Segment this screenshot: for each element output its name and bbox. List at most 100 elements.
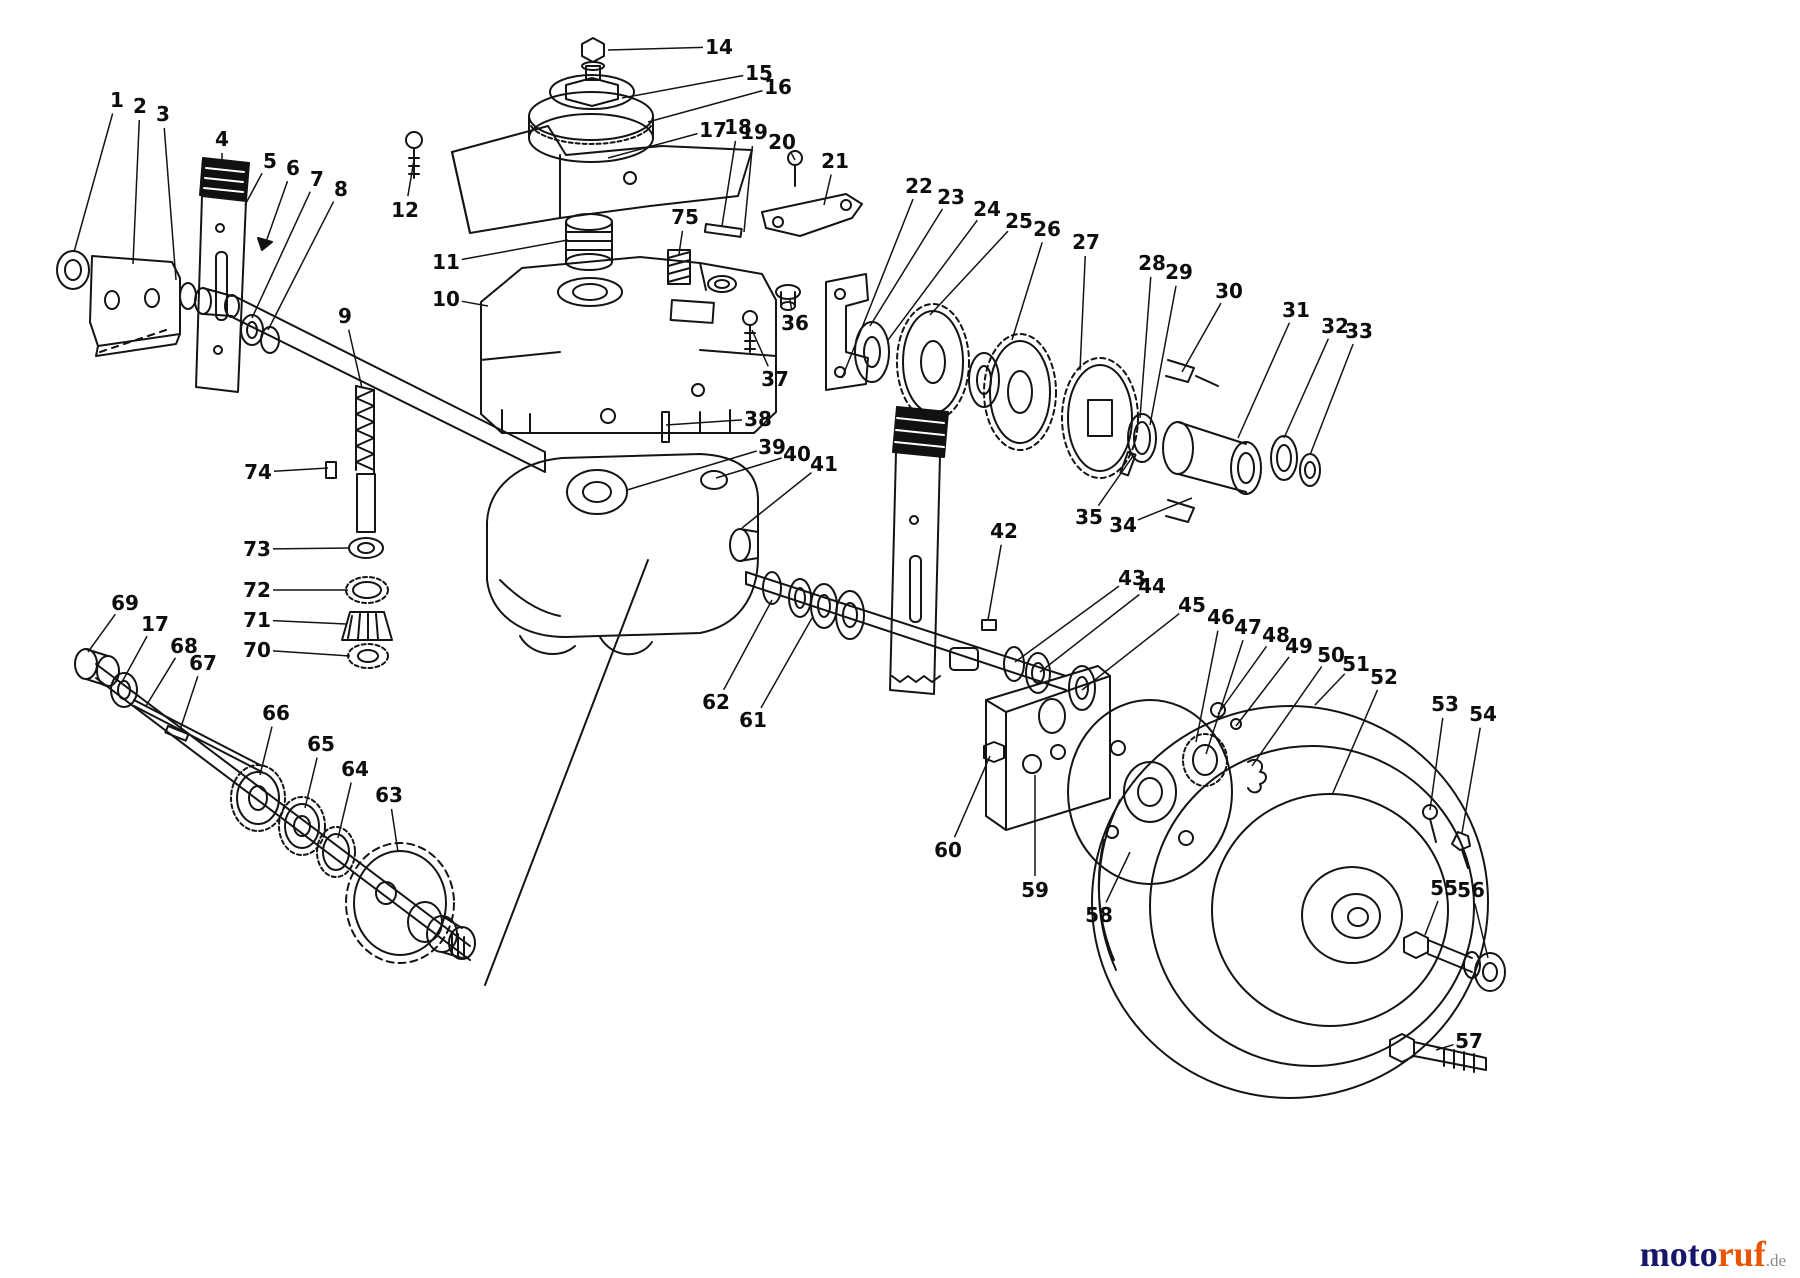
leader-line	[1079, 255, 1087, 371]
part-number-label: 22	[905, 174, 933, 198]
part-number-label: 49	[1285, 634, 1313, 658]
wheel	[1091, 705, 1489, 1099]
leader-line	[1314, 673, 1346, 706]
part-number-label: 17	[141, 612, 169, 636]
part-number-label: 62	[702, 690, 730, 714]
part-number-label: 4	[215, 127, 229, 151]
callout-56: 56	[1457, 878, 1489, 959]
part-number-label: 41	[810, 452, 838, 476]
mount-bracket	[405, 125, 753, 234]
callout-1: 1	[73, 88, 124, 253]
leader-line	[179, 676, 199, 731]
callout-8: 8	[267, 177, 348, 331]
leader-line	[267, 201, 335, 331]
leader-line	[259, 726, 273, 776]
callout-32: 32	[1283, 314, 1349, 439]
watermark-logo: motoruf.de	[1640, 1236, 1786, 1272]
part-number-label: 64	[341, 757, 369, 781]
part-number-label: 43	[1118, 566, 1146, 590]
callout-25: 25	[929, 209, 1033, 316]
part-number-label: 14	[705, 35, 733, 59]
leader-line	[1474, 903, 1489, 959]
part-number-label: 48	[1262, 623, 1290, 647]
part-number-label: 72	[243, 578, 271, 602]
leader-line	[1205, 640, 1244, 755]
callout-17: 17	[121, 612, 169, 683]
leader-line	[145, 657, 177, 707]
part-number-label: 3	[156, 102, 170, 126]
callout-15: 15	[621, 61, 773, 99]
part-number-label: 6	[286, 156, 300, 180]
callout-75: 75	[671, 205, 699, 255]
leader-line	[121, 635, 148, 683]
leader-line	[244, 172, 263, 206]
leader-line	[1429, 717, 1444, 811]
callout-18: 18	[721, 115, 752, 227]
leader-line	[337, 782, 352, 839]
callout-7: 7	[251, 167, 324, 319]
callout-53: 53	[1429, 692, 1459, 811]
part-number-label: 23	[937, 185, 965, 209]
callout-44: 44	[1039, 574, 1166, 673]
leader-line	[607, 46, 704, 51]
leader-line	[823, 174, 832, 206]
part-number-label: 15	[745, 61, 773, 85]
roll-pin	[1119, 451, 1137, 477]
exploded-view-drawing	[56, 37, 1506, 1099]
part-number-label: 73	[243, 537, 271, 561]
part-number-label: 59	[1021, 878, 1049, 902]
part-number-label: 60	[934, 838, 962, 862]
leader-line	[1139, 276, 1152, 419]
leader-line	[869, 208, 944, 327]
callout-28: 28	[1138, 251, 1166, 419]
callout-45: 45	[1081, 593, 1206, 691]
leader-line	[1309, 343, 1354, 456]
square-key	[981, 619, 997, 631]
leader-line	[1039, 593, 1140, 673]
part-number-label: 27	[1072, 230, 1100, 254]
part-number-label: 37	[761, 367, 789, 391]
part-number-label: 56	[1457, 878, 1485, 902]
leader-line	[1461, 727, 1481, 834]
part-number-label: 19	[740, 120, 768, 144]
leader-line	[1097, 455, 1134, 507]
callout-43: 43	[1014, 566, 1146, 663]
part-number-label: 7	[310, 167, 324, 191]
leader-line	[1149, 285, 1177, 426]
leader-line	[789, 299, 793, 310]
callout-29: 29	[1149, 260, 1193, 426]
callout-30: 30	[1181, 279, 1243, 373]
gear-case-cover	[484, 453, 759, 986]
leader-line	[678, 230, 684, 255]
part-number-label: 28	[1138, 251, 1166, 275]
part-number-label: 58	[1085, 903, 1113, 927]
callout-37: 37	[751, 329, 789, 391]
part-number-label: 34	[1109, 513, 1137, 537]
countershaft-assembly	[74, 648, 476, 964]
part-number-label: 44	[1138, 574, 1166, 598]
callout-5: 5	[244, 149, 277, 206]
callout-31: 31	[1237, 298, 1310, 439]
part-number-label: 31	[1282, 298, 1310, 322]
retainer-clip	[1165, 499, 1195, 523]
callout-26: 26	[1011, 217, 1061, 341]
callout-73: 73	[243, 537, 351, 561]
part-number-label: 46	[1207, 605, 1235, 629]
part-number-label: 69	[111, 591, 139, 615]
part-number-label: 66	[262, 701, 290, 725]
callout-68: 68	[145, 634, 198, 707]
leader-line	[743, 145, 754, 233]
callout-16: 16	[647, 75, 792, 123]
leader-line	[390, 808, 399, 853]
leader-line	[1235, 656, 1290, 727]
input-shaft	[179, 282, 546, 473]
part-number-label: 65	[307, 732, 335, 756]
hub-screws	[1422, 804, 1471, 869]
part-number-label: 21	[821, 149, 849, 173]
callout-59: 59	[1021, 775, 1049, 902]
bellows	[565, 213, 613, 271]
part-number-label: 10	[432, 287, 460, 311]
part-number-label: 18	[724, 115, 752, 139]
callout-42: 42	[987, 519, 1018, 621]
